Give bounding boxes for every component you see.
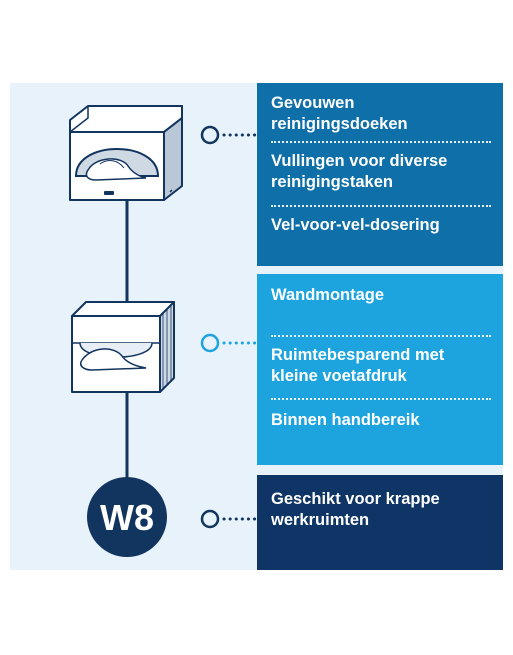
w8-badge: W8 bbox=[87, 477, 167, 557]
feature-text: Binnen handbereik bbox=[271, 411, 420, 429]
w8-badge-label: W8 bbox=[100, 497, 154, 538]
tissue-dispenser-icon bbox=[69, 105, 183, 201]
folded-wipes-pack-icon bbox=[71, 301, 175, 393]
connector-3 bbox=[200, 509, 258, 529]
feature-text: Geschikt voor krappe werkruimten bbox=[271, 490, 440, 529]
dotted-separator bbox=[271, 205, 491, 207]
dotted-separator bbox=[271, 141, 491, 143]
connector-1 bbox=[200, 125, 258, 145]
feature-text: Wandmontage bbox=[271, 286, 385, 304]
feature-box-pack: Wandmontage Ruimtebesparend met kleine v… bbox=[257, 274, 503, 465]
feature-text: Gevouwen reinigingsdoeken bbox=[271, 94, 408, 133]
feature-box-w8: Geschikt voor krappe werkruimten bbox=[257, 475, 503, 570]
dotted-separator bbox=[271, 335, 491, 337]
feature-text: Ruimtebesparend met kleine voetafdruk bbox=[271, 346, 445, 385]
feature-box-dispenser: Gevouwen reinigingsdoeken Vullingen voor… bbox=[257, 83, 503, 266]
feature-text: Vel-voor-vel-dosering bbox=[271, 216, 440, 234]
connector-2 bbox=[200, 333, 258, 353]
dotted-separator bbox=[271, 398, 491, 400]
feature-text: Vullingen voor diverse reinigingstaken bbox=[271, 152, 448, 191]
